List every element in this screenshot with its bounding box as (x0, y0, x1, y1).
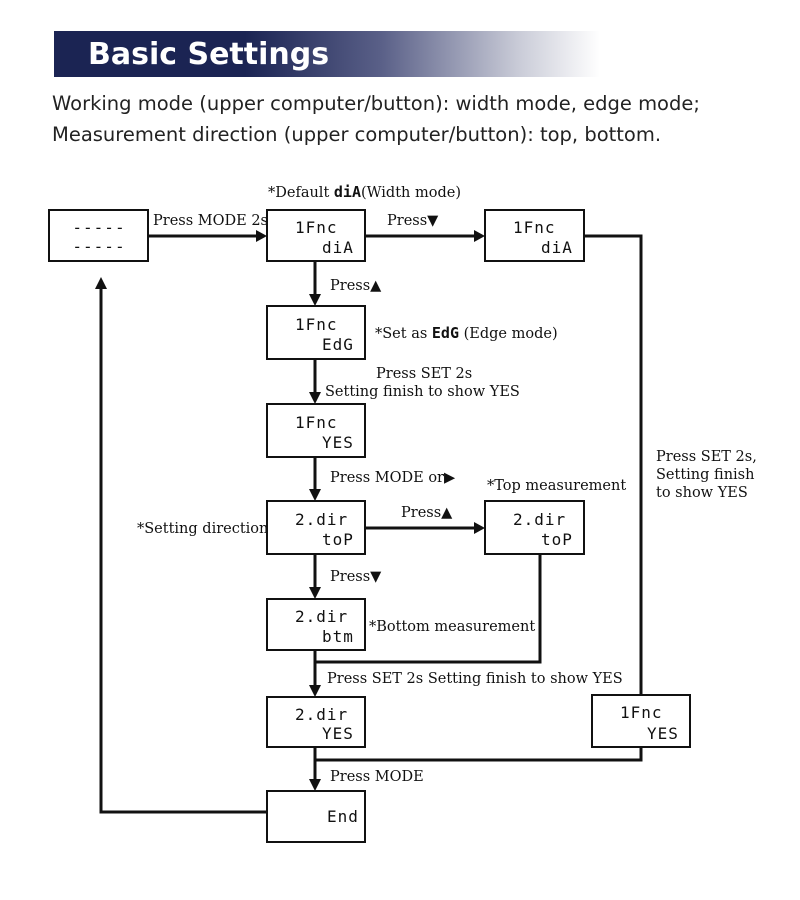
label-press-up-2: Press▲ (401, 505, 453, 521)
arrowhead-down (309, 779, 321, 791)
arrowhead-right (474, 522, 485, 534)
label-press-mode: Press MODE (330, 769, 424, 785)
display-top-text: ----- (72, 218, 125, 237)
intro-line-1: Working mode (upper computer/button): wi… (52, 92, 700, 115)
display-fnc-yes-right: 1Fnc YES (591, 694, 691, 748)
display-bottom-text: diA (322, 238, 354, 257)
arrowhead-down (309, 294, 321, 306)
display-fnc-width: 1Fnc diA (266, 209, 366, 262)
intro-line-2: Measurement direction (upper computer/bu… (52, 123, 662, 146)
display-fnc-yes: 1Fnc YES (266, 403, 366, 458)
display-bottom-text: diA (541, 238, 573, 257)
display-start: ----- ----- (48, 209, 149, 262)
display-dir-bottom: 2.dir btm (266, 598, 366, 651)
label-press-down-1: Press▼ (387, 213, 439, 229)
display-bottom-text: btm (322, 627, 354, 646)
page-title: Basic Settings (88, 37, 330, 72)
arrowhead-down (309, 489, 321, 501)
display-dir-yes: 2.dir YES (266, 696, 366, 748)
arrowhead-right (474, 230, 485, 242)
label-right-line-1: Press SET 2s, (656, 449, 757, 465)
connector-top-alt-return (315, 554, 542, 664)
title-bar (54, 31, 600, 77)
arrowhead-down (309, 685, 321, 697)
display-bottom-text: End (327, 807, 359, 826)
arrowhead-down (309, 392, 321, 404)
display-fnc-edge: 1Fnc EdG (266, 305, 366, 360)
display-bottom-text: toP (541, 530, 573, 549)
display-top-text: 1Fnc (620, 703, 663, 722)
label-press-mode-2s: Press MODE 2s (153, 213, 268, 229)
connector-right-yes-return (315, 747, 643, 762)
connector-alt-to-right-yes (585, 234, 643, 695)
label-press-mode-or-right: Press MODE or▶ (330, 470, 456, 486)
display-bottom-text: ----- (72, 237, 125, 256)
label-top-measurement: *Top measurement (487, 478, 626, 494)
display-top-text: 1Fnc (295, 218, 338, 237)
label-set-as-edge: *Set as EdG (Edge mode) (375, 324, 558, 342)
label-press-set-2s: Press SET 2s (376, 366, 472, 382)
label-press-down-2: Press▼ (330, 569, 382, 585)
label-right-line-2: Setting finish (656, 467, 754, 483)
label-press-set-2s-finish: Press SET 2s Setting finish to show YES (327, 671, 623, 687)
display-top-text: 2.dir (295, 705, 348, 724)
display-bottom-text: YES (322, 724, 354, 743)
display-top-text: 1Fnc (295, 413, 338, 432)
display-top-text: 2.dir (295, 510, 348, 529)
display-top-text: 1Fnc (513, 218, 556, 237)
display-top-text: 2.dir (295, 607, 348, 626)
label-bottom-measurement: *Bottom measurement (369, 619, 535, 635)
display-dir-top-alt: 2.dir toP (484, 500, 585, 555)
arrowhead-down (309, 587, 321, 599)
label-setting-direction: *Setting direction (137, 521, 268, 537)
connector-end-to-start (99, 287, 267, 814)
display-bottom-text: YES (322, 433, 354, 452)
display-end: End (266, 790, 366, 843)
label-setting-finish-yes: Setting finish to show YES (325, 384, 520, 400)
display-bottom-text: EdG (322, 335, 354, 354)
display-fnc-width-alt: 1Fnc diA (484, 209, 585, 262)
display-bottom-text: toP (322, 530, 354, 549)
display-top-text: 2.dir (513, 510, 566, 529)
arrowhead-up (95, 277, 107, 289)
label-default-width: *Default diA(Width mode) (268, 183, 461, 201)
display-top-text: 1Fnc (295, 315, 338, 334)
display-dir-top: 2.dir toP (266, 500, 366, 555)
label-right-line-3: to show YES (656, 485, 748, 501)
display-bottom-text: YES (647, 724, 679, 743)
arrowhead-right (256, 230, 267, 242)
label-press-up-1: Press▲ (330, 278, 382, 294)
